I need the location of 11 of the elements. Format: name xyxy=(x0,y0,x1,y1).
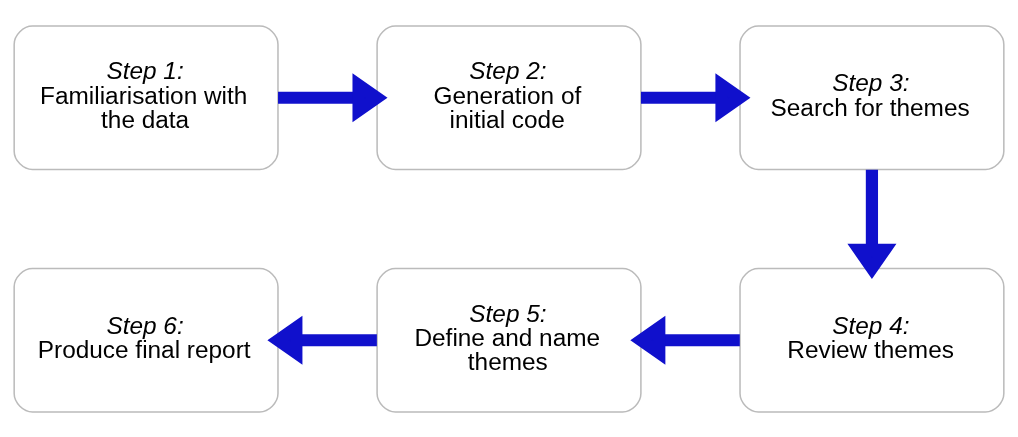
node-box: Step 2: Generation of initial code xyxy=(376,24,642,170)
arrow xyxy=(640,72,751,122)
node-box: Step 6: Produce final report xyxy=(13,267,279,413)
arrow xyxy=(278,72,388,122)
node-box: Step 5: Define and name themes xyxy=(376,267,642,413)
node-box: Step 3: Search for themes xyxy=(739,24,1005,170)
node-box: Step 4: Review themes xyxy=(739,267,1005,413)
arrow xyxy=(630,315,740,365)
arrow xyxy=(267,315,377,365)
node-box: Step 1: Familiarisation with the data xyxy=(13,24,279,170)
arrow xyxy=(847,169,897,279)
